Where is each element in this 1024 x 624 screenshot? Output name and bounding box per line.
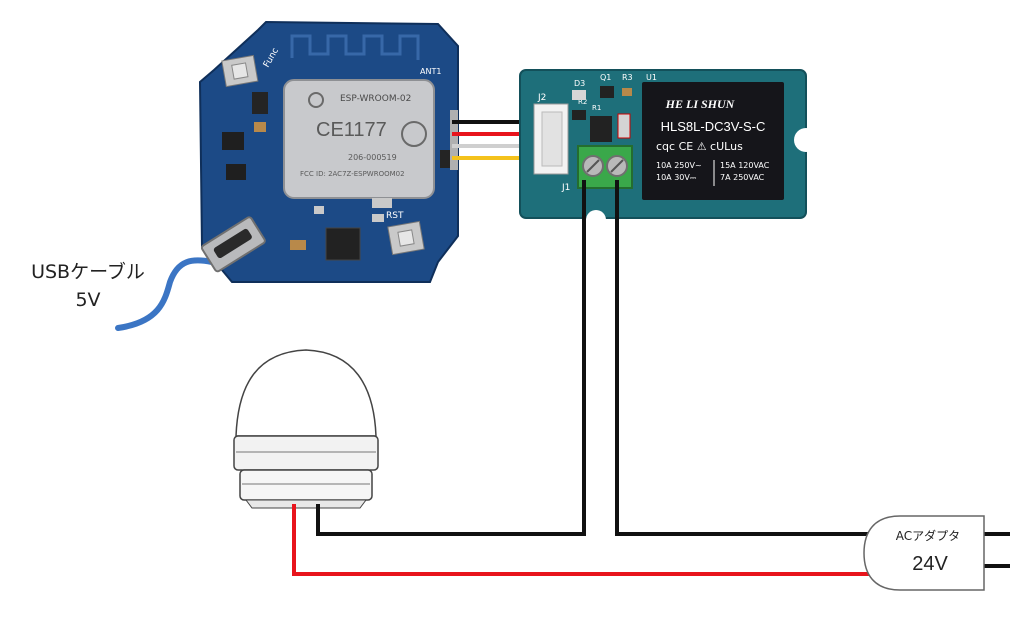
- r2-label: R2: [578, 98, 587, 106]
- usb-cable: [115, 257, 215, 331]
- r3-label: R3: [622, 73, 633, 82]
- relay-rating-right-1: 15A 120VAC: [720, 161, 770, 170]
- j2-label: J2: [537, 93, 546, 103]
- mount-hole: [586, 210, 606, 230]
- esp-ce-mark: CE1177: [316, 119, 387, 141]
- lamp-bottom: [245, 499, 367, 509]
- smd-component: [440, 150, 452, 168]
- func-button: [221, 54, 259, 88]
- relay-rating-left-2: 10A 30V⎓: [656, 173, 697, 182]
- smd-component: [372, 214, 384, 222]
- esp-wroom-02-board: ESP-WROOM-02 CE1177 206-000519 FCC ID: 2…: [198, 20, 459, 283]
- ac-adapter-body: [863, 515, 985, 591]
- ac-adapter-voltage: 24V: [912, 553, 948, 575]
- usb-voltage-label: 5V: [75, 289, 100, 311]
- usb-cable-label: USBケーブル: [31, 260, 145, 283]
- u1-label: U1: [646, 73, 657, 82]
- esp-fcc-text: FCC ID: 2AC7Z-ESPWROOM02: [300, 170, 405, 178]
- smd-component: [314, 206, 324, 214]
- esp-module-name: ESP-WROOM-02: [340, 94, 411, 104]
- smd-component: [222, 132, 244, 150]
- rst-label: RST: [386, 211, 404, 221]
- reset-button: [387, 220, 425, 256]
- grove-connector-slot: [541, 111, 563, 167]
- lamp-base: [239, 469, 373, 501]
- smd-component: [617, 113, 631, 139]
- esp-module-shield: [283, 79, 435, 199]
- grove-relay-module: J2 J1 D3 Q1 R3 U1 R2 R1 HE LI SHUN HLS8L…: [519, 69, 818, 230]
- esp-cert-text: 206-000519: [348, 153, 397, 162]
- antenna-trace: [290, 34, 420, 60]
- smd-component: [372, 198, 392, 208]
- wire-lamp-red: [292, 504, 900, 576]
- lamp-base-ring: [233, 435, 379, 471]
- relay-brand: HE LI SHUN: [665, 97, 736, 111]
- smd-component: [226, 164, 246, 180]
- d3-label: D3: [574, 79, 585, 88]
- ic-chip: [325, 227, 361, 261]
- signal-tower-lamp: [233, 349, 379, 509]
- relay-model: HLS8L-DC3V-S-C: [661, 119, 766, 134]
- espressif-logo-icon: [401, 121, 427, 147]
- j1-label: J1: [561, 183, 570, 193]
- pin-header: [450, 110, 458, 170]
- smd-component: [290, 240, 306, 250]
- smd-component: [572, 110, 586, 120]
- smd-component: [572, 90, 586, 100]
- ac-adapter-label: ACアダプタ: [896, 528, 960, 543]
- micro-usb-connector: [200, 216, 266, 273]
- q1-label: Q1: [600, 73, 611, 82]
- module-mark-icon: [308, 92, 324, 108]
- relay-cert-marks: cqc CE ⚠ cULus: [656, 140, 743, 153]
- terminal-screw-slot: [610, 159, 624, 173]
- relay-rating-left-1: 10A 250V~: [656, 161, 702, 170]
- smd-component: [622, 88, 632, 96]
- relay-rating-right-2: 7A 250VAC: [720, 173, 765, 182]
- terminal-screw-slot: [586, 159, 600, 173]
- lamp-dome: [235, 349, 377, 437]
- ant1-label: ANT1: [420, 67, 441, 76]
- r1-label: R1: [592, 104, 601, 112]
- smd-component: [254, 122, 266, 132]
- relay-body: [642, 82, 784, 200]
- smd-component: [600, 86, 614, 98]
- ac-adapter-plug: ACアダプタ 24V: [863, 515, 1010, 591]
- mount-hole: [794, 128, 818, 152]
- wire-lamp-black: [316, 180, 586, 536]
- smd-component: [252, 92, 268, 114]
- wire-relay-black: [615, 180, 900, 536]
- smd-component: [590, 116, 612, 142]
